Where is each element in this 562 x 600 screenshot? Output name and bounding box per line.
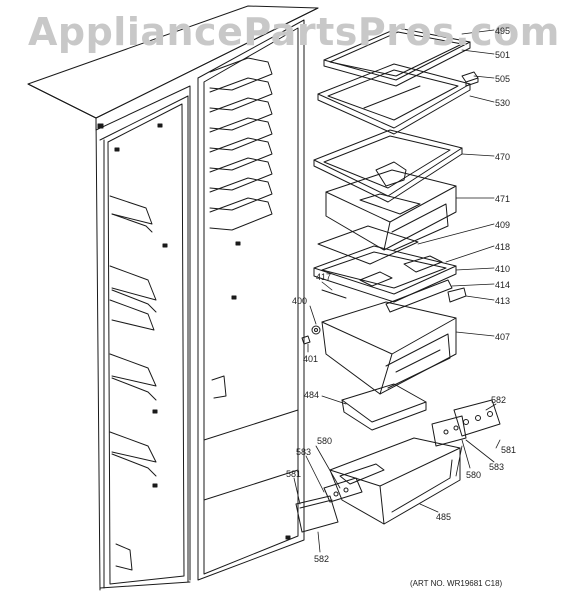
drawer-divider bbox=[341, 383, 427, 431]
roller bbox=[301, 325, 321, 345]
pan-cover-assembly bbox=[313, 245, 457, 303]
callout-485: 485 bbox=[436, 512, 452, 522]
cabinet-markers bbox=[97, 123, 291, 540]
watermark: AppliancePartsPros.com bbox=[28, 10, 560, 54]
callout-582-left: 582 bbox=[314, 554, 330, 564]
callout-484: 484 bbox=[304, 390, 320, 400]
callout-530: 530 bbox=[495, 98, 511, 108]
callout-470: 470 bbox=[495, 152, 511, 162]
door-bins bbox=[109, 195, 157, 571]
callout-407: 407 bbox=[495, 332, 511, 342]
humidity-control bbox=[321, 279, 467, 313]
callout-583-left: 583 bbox=[296, 447, 312, 457]
bottom-drawer bbox=[329, 437, 461, 525]
callout-580-right: 580 bbox=[466, 470, 482, 480]
callout-495: 495 bbox=[495, 26, 511, 36]
callout-580-left: 580 bbox=[317, 436, 333, 446]
callout-413: 413 bbox=[495, 296, 511, 306]
callout-582-right: 582 bbox=[491, 395, 507, 405]
callout-505: 505 bbox=[495, 74, 511, 84]
callout-581-left: 581 bbox=[286, 469, 302, 479]
callout-418: 418 bbox=[495, 242, 511, 252]
crisper-drawer bbox=[321, 301, 457, 395]
callout-501: 501 bbox=[495, 50, 511, 60]
crisper-pan-upper bbox=[325, 169, 457, 251]
leader-lines bbox=[293, 29, 501, 553]
top-glass-shelf bbox=[323, 27, 471, 87]
refrigerator-cabinet bbox=[27, 5, 319, 591]
callout-471: 471 bbox=[495, 194, 511, 204]
pan-cover-frame bbox=[313, 129, 463, 203]
callout-409: 409 bbox=[495, 220, 511, 230]
callout-417: 417 bbox=[316, 272, 332, 282]
drawer-slide-left bbox=[295, 477, 363, 533]
callout-400: 400 bbox=[292, 296, 308, 306]
callout-583-right: 583 bbox=[489, 462, 505, 472]
shelf-clip bbox=[461, 71, 479, 87]
glass-plate bbox=[317, 225, 419, 265]
art-number: (ART NO. WR19681 C18) bbox=[410, 579, 503, 588]
callout-410: 410 bbox=[495, 264, 511, 274]
callout-414: 414 bbox=[495, 280, 511, 290]
callout-581-right: 581 bbox=[501, 445, 517, 455]
freezer-shelves bbox=[209, 57, 273, 399]
callout-401: 401 bbox=[303, 354, 319, 364]
shelf-frame bbox=[317, 63, 471, 135]
drawer-slide-right bbox=[431, 399, 501, 447]
